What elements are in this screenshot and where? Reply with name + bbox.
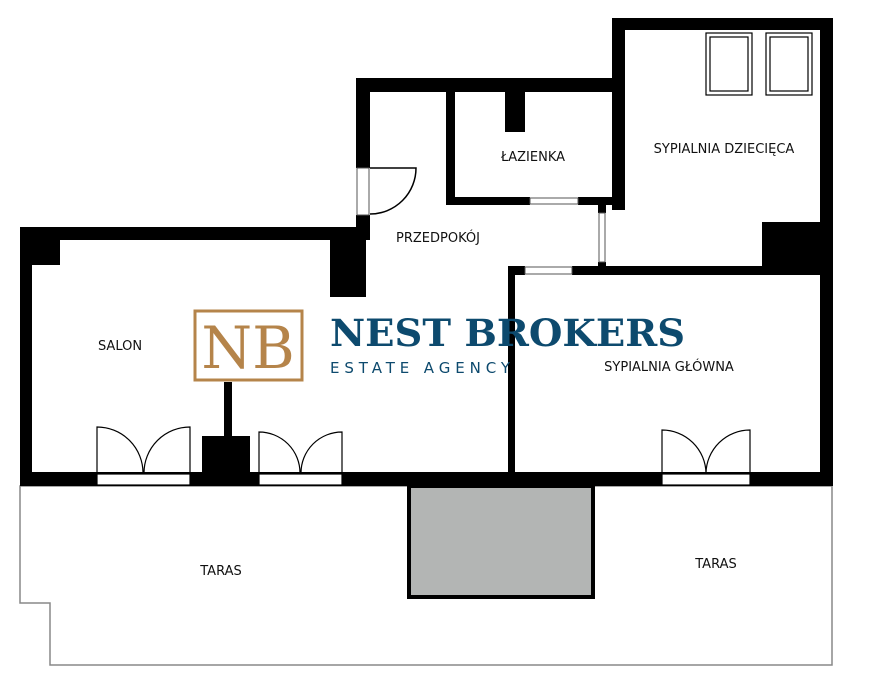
beds <box>705 32 813 96</box>
label-lazienka: ŁAZIENKA <box>500 150 565 165</box>
entrance-door <box>369 167 417 215</box>
label-sypialnia-dziecieca: SYPIALNIA DZIECIĘCA <box>654 142 795 157</box>
walls <box>20 18 833 486</box>
logo-name: NEST BROKERS <box>330 311 685 355</box>
label-taras-left: TARAS <box>199 564 241 579</box>
logo-tagline: ESTATE AGENCY <box>330 359 511 377</box>
balcony-doors <box>96 426 751 486</box>
label-salon: SALON <box>98 339 142 354</box>
void-shaft <box>407 484 595 599</box>
label-sypialnia-glowna: SYPIALNIA GŁÓWNA <box>604 359 734 375</box>
logo-monogram: NB <box>201 314 294 382</box>
door-openings <box>356 167 606 275</box>
label-przedpokoj: PRZEDPOKÓJ <box>396 230 480 246</box>
label-taras-right: TARAS <box>694 557 736 572</box>
